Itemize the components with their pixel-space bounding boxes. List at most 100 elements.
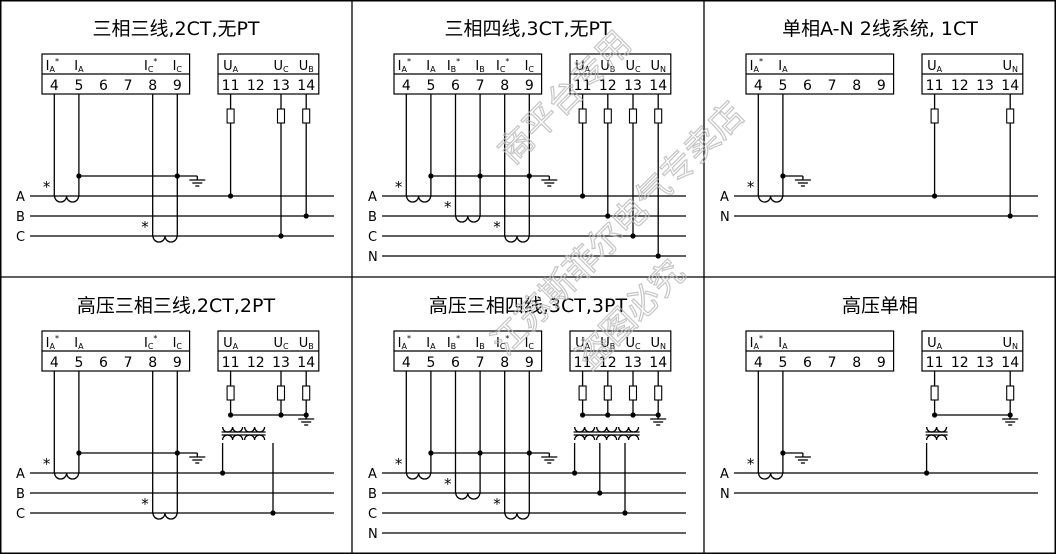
terminal-number: 9 [877, 355, 886, 371]
terminal-number: 7 [828, 355, 837, 371]
pt-transformer [221, 426, 244, 441]
terminal-number: 5 [74, 355, 83, 371]
voltage-connections [226, 94, 311, 239]
terminal-header: IC* [144, 334, 157, 351]
terminal-number: 8 [852, 78, 861, 94]
terminal-header: IA [426, 59, 436, 74]
ct-coil [152, 512, 178, 520]
current-transformers: *** [395, 371, 558, 520]
terminal-number: 6 [451, 78, 460, 94]
header-letter: I [173, 336, 177, 351]
terminal-number: 11 [574, 355, 592, 371]
ct-coil [455, 215, 481, 223]
ground-icon [541, 453, 558, 464]
terminal-header: UA [927, 336, 943, 351]
pt-primary-coil [243, 426, 266, 433]
terminal-number: 9 [173, 78, 182, 94]
header-letter: I [525, 336, 529, 351]
phase-label: A [720, 467, 729, 482]
terminal-header: IA [426, 336, 436, 351]
ground-icon [189, 453, 206, 464]
polarity-star: * [141, 218, 149, 236]
pt-secondary-coil [617, 434, 640, 441]
terminal-header: IA* [398, 334, 411, 351]
terminal-number: 12 [247, 355, 265, 371]
header-subscript: A [753, 65, 759, 74]
header-subscript: B [308, 342, 314, 351]
header-subscript: A [937, 65, 943, 74]
header-subscript: A [233, 65, 239, 74]
pt-primary-coil [573, 426, 596, 433]
header-letter: I [46, 59, 50, 74]
phase-label: N [368, 250, 378, 265]
header-letter: U [273, 336, 283, 351]
terminal-header: IA* [750, 57, 763, 74]
junction-dot [572, 470, 578, 476]
polarity-star: * [747, 178, 755, 196]
current-transformers: ** [43, 94, 206, 243]
junction-dot [278, 233, 284, 239]
header-subscript: A [78, 65, 84, 74]
header-subscript: B [610, 65, 616, 74]
header-subscript: A [585, 65, 591, 74]
header-subscript: A [401, 65, 407, 74]
header-letter: I [750, 59, 754, 74]
terminal-header: IC [525, 59, 535, 74]
terminal-number: 14 [649, 78, 667, 94]
terminal-number: 14 [297, 355, 315, 371]
polarity-star: * [493, 495, 501, 513]
terminal-number: 13 [272, 355, 290, 371]
terminal-number: 9 [525, 78, 534, 94]
terminal-number: 11 [926, 78, 944, 94]
header-letter: U [299, 59, 309, 74]
pt-transformer [243, 426, 266, 441]
junction-dot [228, 193, 234, 199]
header-subscript: C [283, 65, 289, 74]
header-star: * [759, 57, 763, 66]
terminal-header: IA [778, 336, 788, 351]
terminal-number: 14 [1001, 355, 1019, 371]
header-letter: U [273, 59, 283, 74]
header-letter: U [223, 59, 233, 74]
phase-label: A [16, 190, 25, 205]
current-transformers: *** [395, 94, 558, 243]
header-letter: I [447, 336, 451, 351]
watermark-text: 商平台专用 [491, 24, 639, 172]
junction-dot [655, 412, 661, 418]
header-letter: I [475, 336, 479, 351]
terminal-header: UA [223, 59, 239, 74]
terminal-number: 12 [247, 78, 265, 94]
header-letter: I [778, 59, 782, 74]
terminal-number: 9 [525, 355, 534, 371]
terminal-header: UN [1002, 59, 1018, 74]
header-letter: I [173, 59, 177, 74]
terminal-header: UC [625, 336, 641, 351]
header-letter: U [927, 59, 937, 74]
junction-dot [270, 510, 276, 516]
terminal-number: 12 [951, 355, 969, 371]
fuse-icon [302, 108, 311, 124]
header-letter: I [475, 59, 479, 74]
pt-primary-coil [221, 426, 244, 433]
header-letter: I [144, 336, 148, 351]
phase-label: B [368, 210, 377, 225]
panel-title: 三相四线,3CT,无PT [444, 18, 611, 40]
terminal-number: 11 [574, 78, 592, 94]
pt-secondary-coil [573, 434, 596, 441]
panel-title: 高压三相三线,2CT,2PT [77, 295, 276, 317]
terminal-number: 13 [272, 78, 290, 94]
header-subscript: A [78, 342, 84, 351]
header-star: * [153, 57, 157, 66]
header-subscript: B [610, 342, 616, 351]
header-star: * [153, 334, 157, 343]
terminal-number: 11 [222, 78, 240, 94]
pt-transformer [595, 426, 618, 441]
junction-dot [477, 173, 483, 179]
terminal-number: 7 [476, 78, 485, 94]
